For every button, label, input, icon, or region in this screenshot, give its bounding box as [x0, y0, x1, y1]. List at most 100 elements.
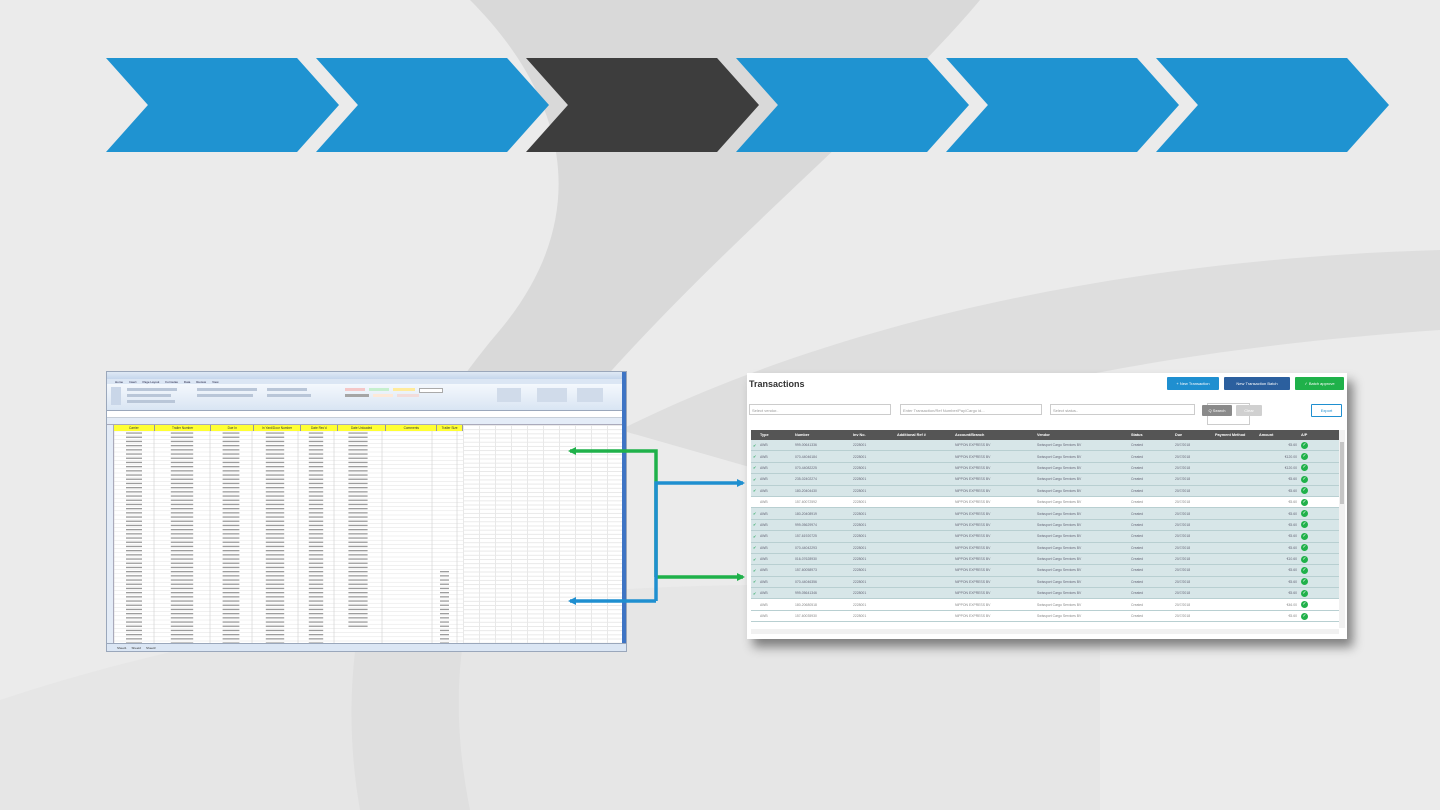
row-checkbox[interactable]: ✔	[751, 587, 758, 600]
column-header[interactable]: Vendor	[1035, 430, 1129, 440]
reference-search-input[interactable]: Enter Transaction/Ref Number/Pay/Cargo i…	[900, 404, 1042, 415]
cell-ref	[895, 485, 953, 497]
column-header[interactable]: Type	[758, 430, 793, 440]
cell-type: AWB	[758, 440, 793, 452]
row-checkbox[interactable]: ✔	[751, 530, 758, 543]
cell-inv: 2228001	[851, 519, 895, 532]
cell-ref	[895, 496, 953, 509]
cell-inv: 2228001	[851, 598, 895, 611]
cell-amount: €10.60	[1257, 553, 1299, 566]
row-checkbox[interactable]: ✔	[751, 440, 758, 452]
column-header[interactable]	[751, 430, 758, 440]
column-header[interactable]: Additional Ref #	[895, 430, 953, 440]
column-header[interactable]: Inv No.	[851, 430, 895, 440]
approve-check-icon[interactable]: ✓	[1301, 464, 1308, 472]
cell-approval: ✓	[1299, 610, 1339, 623]
new-transaction-button[interactable]: + New Transaction	[1167, 377, 1219, 390]
new-transaction-batch-button[interactable]: New Transaction Batch	[1224, 377, 1290, 390]
spreadsheet-column-header: Carrier	[114, 425, 155, 431]
column-header[interactable]: A/P	[1299, 430, 1339, 440]
clear-button[interactable]: Clear	[1236, 405, 1262, 416]
spreadsheet-grid	[114, 431, 463, 645]
vendor-select[interactable]: Select vendor..	[749, 404, 891, 415]
horizontal-scrollbar[interactable]	[751, 629, 1339, 634]
row-checkbox[interactable]: ✔	[751, 507, 758, 520]
row-checkbox[interactable]: ✔	[751, 576, 758, 589]
row-checkbox[interactable]: ✔	[751, 553, 758, 566]
row-checkbox[interactable]	[751, 598, 758, 611]
approve-check-icon[interactable]: ✓	[1301, 521, 1308, 529]
approve-check-icon[interactable]: ✓	[1301, 510, 1308, 518]
cell-vendor: Swissport Cargo Services BV	[1035, 542, 1129, 554]
cell-approval: ✓	[1299, 496, 1339, 509]
row-checkbox[interactable]: ✔	[751, 473, 758, 486]
ribbon-tab: Insert	[129, 379, 137, 384]
column-header[interactable]: Status	[1129, 430, 1173, 440]
cell-amount: €5.60	[1257, 485, 1299, 497]
approve-check-icon[interactable]: ✓	[1301, 589, 1308, 597]
column-header[interactable]: Account/Branch	[953, 430, 1035, 440]
vertical-scrollbar[interactable]	[1339, 430, 1345, 628]
cell-amount: €120.00	[1257, 450, 1299, 463]
row-checkbox[interactable]: ✔	[751, 519, 758, 532]
cell-ref	[895, 598, 953, 611]
approve-check-icon[interactable]: ✓	[1301, 498, 1308, 506]
cell-status: Created	[1129, 553, 1173, 566]
cell-status: Created	[1129, 450, 1173, 463]
search-button[interactable]: Q Search	[1202, 405, 1232, 416]
cell-type: AWB	[758, 576, 793, 589]
column-header[interactable]: Payment Method	[1213, 430, 1257, 440]
approve-check-icon[interactable]: ✓	[1301, 612, 1308, 620]
cell-number: 070-44042293	[793, 542, 851, 554]
approve-check-icon[interactable]: ✓	[1301, 544, 1308, 552]
row-checkbox[interactable]: ✔	[751, 485, 758, 497]
approve-check-icon[interactable]: ✓	[1301, 532, 1308, 540]
spreadsheet-column-header: Comments	[386, 425, 438, 431]
column-header[interactable]: Due	[1173, 430, 1213, 440]
spreadsheet-column-header: Trailer Number	[155, 425, 212, 431]
approve-check-icon[interactable]: ✓	[1301, 487, 1308, 495]
row-checkbox[interactable]	[751, 496, 758, 509]
approve-check-icon[interactable]: ✓	[1301, 441, 1308, 449]
cell-number: 999-05629974	[793, 519, 851, 532]
column-header[interactable]: Number	[793, 430, 851, 440]
row-checkbox[interactable]: ✔	[751, 462, 758, 475]
approve-check-icon[interactable]: ✓	[1301, 453, 1308, 461]
cell-number: 070-44046184	[793, 450, 851, 463]
row-checkbox[interactable]: ✔	[751, 450, 758, 463]
batch-approve-button[interactable]: ✓ Batch approve	[1295, 377, 1344, 390]
approve-check-icon[interactable]: ✓	[1301, 601, 1308, 609]
cell-approval: ✓	[1299, 473, 1339, 486]
status-select[interactable]: Select status..	[1050, 404, 1195, 415]
row-checkbox[interactable]	[751, 610, 758, 623]
row-checkbox[interactable]: ✔	[751, 542, 758, 554]
approve-check-icon[interactable]: ✓	[1301, 555, 1308, 563]
export-button[interactable]: Export	[1311, 404, 1342, 417]
approve-check-icon[interactable]: ✓	[1301, 578, 1308, 586]
cell-method	[1213, 576, 1257, 589]
row-checkbox[interactable]: ✔	[751, 564, 758, 577]
cell-inv: 2228001	[851, 507, 895, 520]
column-header[interactable]: Amount	[1257, 430, 1299, 440]
approve-check-icon[interactable]: ✓	[1301, 566, 1308, 574]
cell-method	[1213, 473, 1257, 486]
approve-check-icon[interactable]: ✓	[1301, 475, 1308, 483]
cell-method	[1213, 507, 1257, 520]
cell-ref	[895, 610, 953, 623]
